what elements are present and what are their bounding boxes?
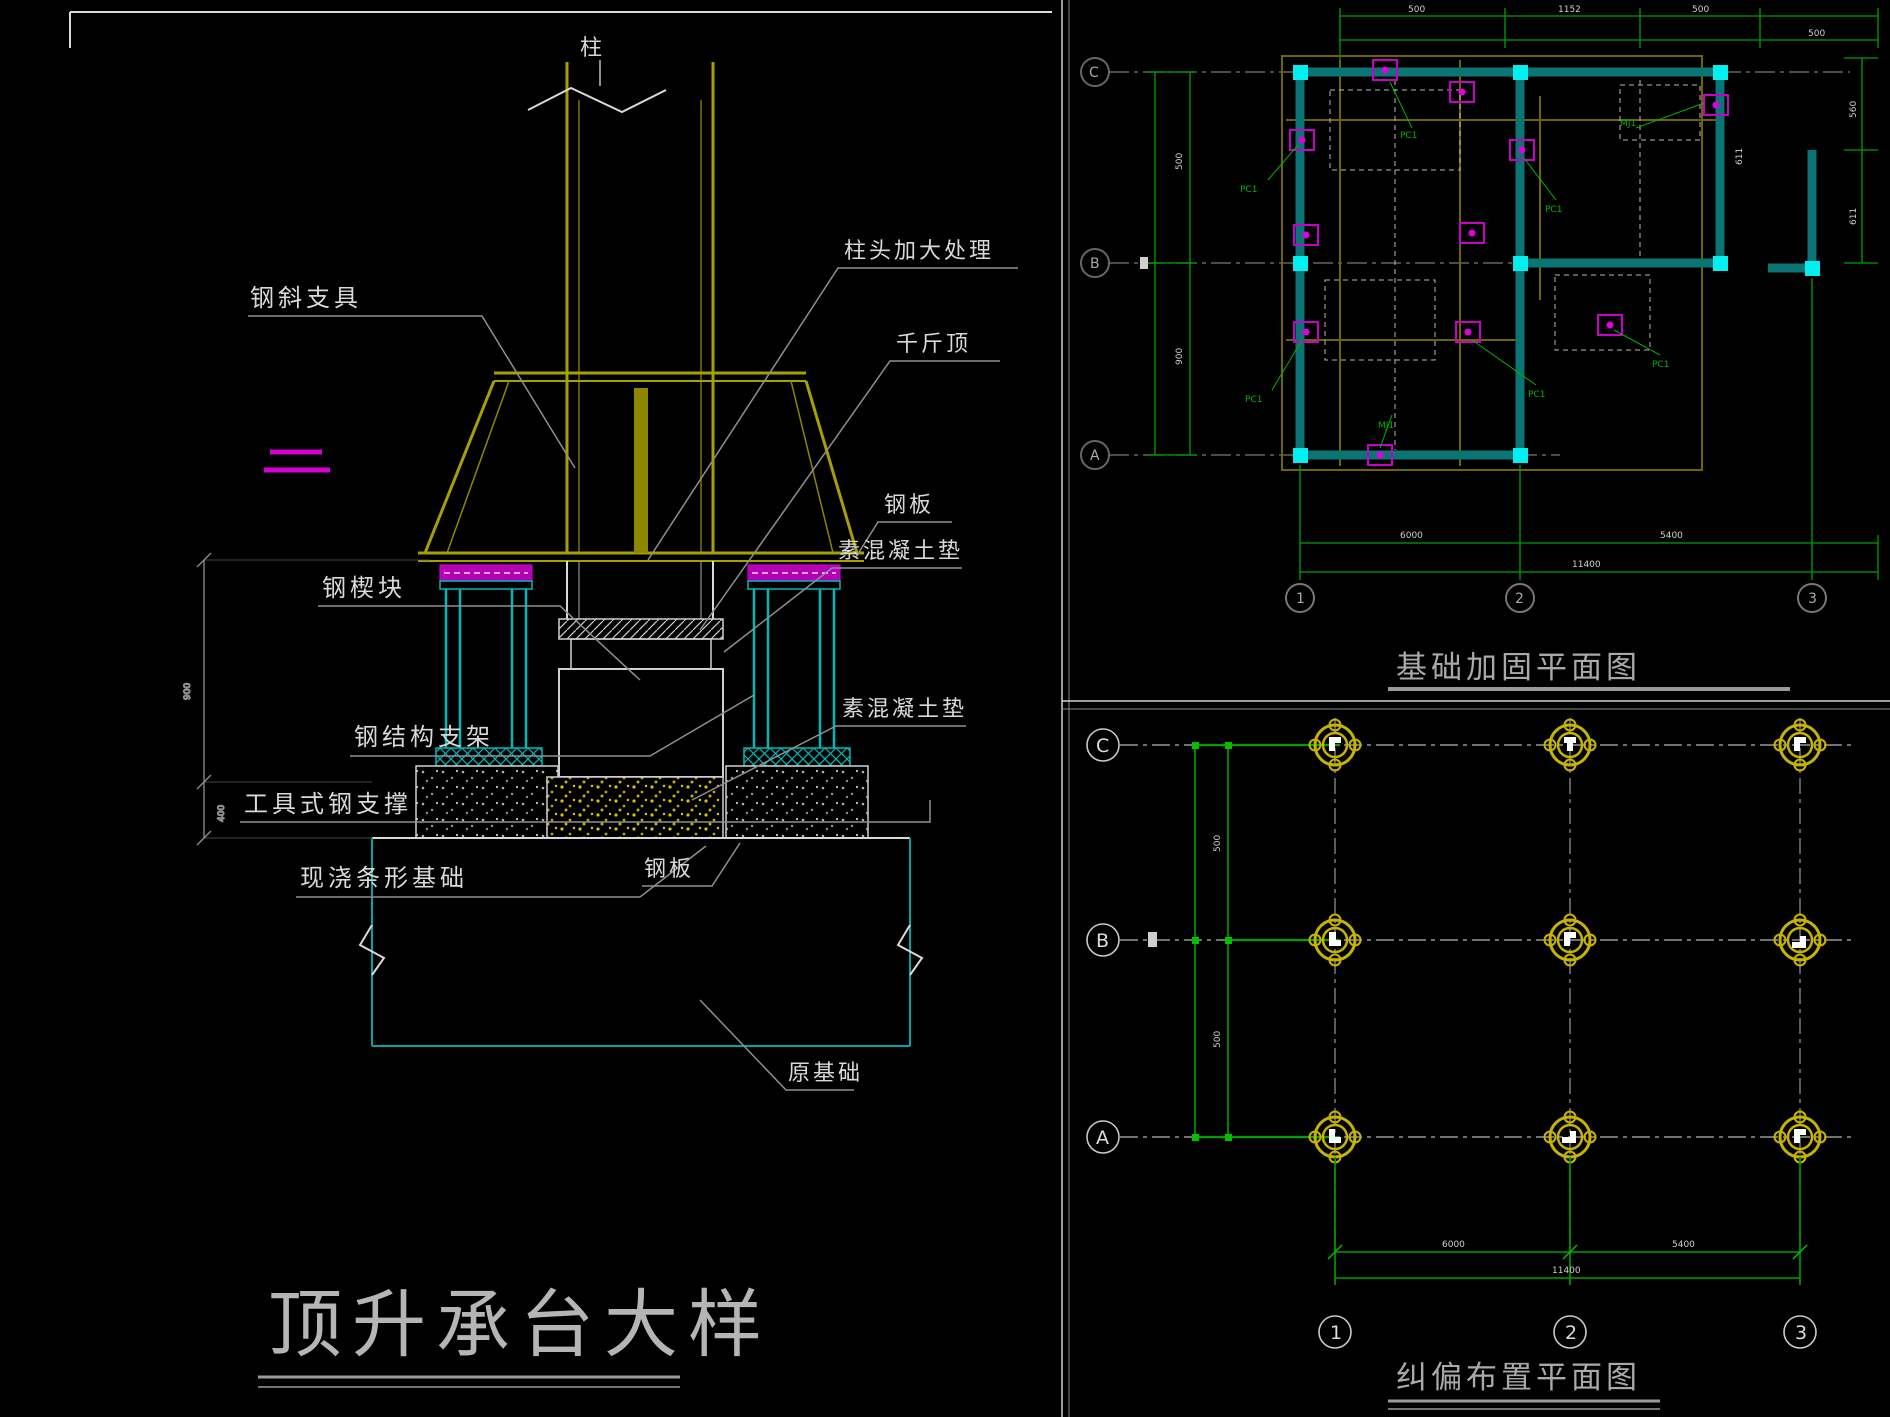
fp-dim-top-2: 1152 [1558, 5, 1581, 15]
jack-ram [634, 388, 648, 553]
fp-walls [1295, 67, 1817, 460]
detail-drawing: 柱 [182, 36, 1018, 1388]
fp-anchor-boxes [1289, 59, 1729, 466]
dim-900: 900 [183, 683, 193, 700]
label-tool-support: 工具式钢支撑 [244, 790, 412, 818]
callouts-left: 钢斜支具 钢楔块 钢结构支架 工具式钢支撑 现浇条形基础 [240, 284, 931, 898]
dim-400: 400 [217, 805, 227, 822]
cp-dim-left-2: 500 [1213, 1031, 1223, 1048]
label-steel-support: 钢斜支具 [250, 284, 362, 312]
fp-left-dims [1148, 71, 1197, 456]
fp-pc1-label: PC1 [1652, 360, 1669, 370]
foundation-plan: 500 1152 500 500 560 611 611 C B A [1080, 5, 1879, 691]
cp-title: 纠偏布置平面图 [1396, 1360, 1641, 1396]
fp-pc1-label: PC1 [1545, 205, 1562, 215]
cp-bubble-C: C [1096, 735, 1109, 757]
cp-dim-bottom-1: 6000 [1442, 1240, 1465, 1250]
label-concrete-pad-upper: 素混凝土垫 [838, 539, 963, 564]
cp-row-grid: C B A [1086, 728, 1855, 1154]
label-steel-plate-upper: 钢板 [884, 493, 934, 518]
detail-title-block: 顶升承台大样 [258, 1282, 772, 1388]
pier-block [558, 668, 724, 778]
fp-bubble-C: C [1089, 65, 1099, 81]
break-symbol-top [527, 86, 667, 114]
precast-pad-right [725, 765, 869, 839]
fp-mj1-label: MJ1 [1378, 421, 1394, 431]
label-concrete-pad-lower: 素混凝土垫 [842, 697, 967, 722]
column: 柱 [527, 36, 715, 553]
cp-left-dims: 500 500 [1192, 742, 1340, 1141]
detail-dimensions: 900 400 [182, 552, 430, 846]
precast-pad-left [415, 765, 559, 839]
fp-dim-misc: 611 [1735, 148, 1745, 165]
column-label: 柱 [580, 36, 605, 61]
foundation-slab [358, 837, 924, 1047]
cp-bubble-3: 3 [1795, 1322, 1807, 1344]
label-column-head: 柱头加大处理 [844, 239, 994, 264]
label-steel-wedge: 钢楔块 [322, 574, 406, 602]
fp-pc1-label: PC1 [1240, 185, 1257, 195]
fp-dim-bottom-2: 5400 [1660, 531, 1683, 541]
label-steel-frame: 钢结构支架 [354, 723, 494, 751]
wedge-plates [439, 564, 841, 590]
fp-dim-top-1: 500 [1408, 5, 1425, 15]
panel-borders [69, 0, 1890, 1417]
label-original-foundation: 原基础 [788, 1061, 863, 1086]
label-jack: 千斤顶 [896, 332, 971, 357]
cp-bottom-dims: 6000 5400 11400 1 2 3 [1318, 1157, 1817, 1349]
fp-bubble-1: 1 [1296, 591, 1305, 607]
fp-pc1-label: PC1 [1400, 131, 1417, 141]
fp-pc1-label: PC1 [1528, 390, 1545, 400]
fp-dim-top-4: 500 [1808, 29, 1825, 39]
cp-bubble-1: 1 [1330, 1322, 1342, 1344]
fp-wall-nodes [1293, 65, 1820, 463]
fp-title-block: 基础加固平面图 [1388, 650, 1790, 691]
centre-stack [546, 561, 724, 839]
fp-anchor-labels: PC1 PC1 PC1 PC1 PC1 PC1 MJ1 MJ1 [1240, 81, 1705, 449]
fp-dim-top-3: 500 [1692, 5, 1709, 15]
steel-plate-strip [558, 618, 724, 640]
cp-bubble-2: 2 [1565, 1322, 1577, 1344]
break-symbol-right [896, 924, 924, 976]
fp-title: 基础加固平面图 [1396, 650, 1641, 686]
cp-col-grid [1334, 718, 1801, 1250]
fp-dim-left-2: 900 [1175, 348, 1185, 365]
fp-bottom-dims: 6000 5400 11400 1 2 3 [1285, 278, 1879, 613]
fp-dim-bottom-1: 6000 [1400, 531, 1423, 541]
fp-dim-right-1: 560 [1849, 101, 1859, 118]
label-steel-plate-bottom: 钢板 [644, 857, 694, 882]
steel-supports [444, 589, 836, 748]
fp-bubble-3: 3 [1808, 591, 1817, 607]
callouts-bottom: 钢板 原基础 [642, 842, 863, 1091]
fp-bubble-A: A [1090, 448, 1100, 464]
cp-dim-left-1: 500 [1213, 835, 1223, 852]
fp-pc1-label: PC1 [1245, 395, 1262, 405]
cp-dim-total: 11400 [1552, 1266, 1581, 1276]
highlight-marks [264, 449, 330, 473]
fp-dim-total: 11400 [1572, 560, 1601, 570]
correction-plan: C B A [1086, 718, 1855, 1410]
fp-bubble-2: 2 [1515, 591, 1524, 607]
fp-mj1-label: MJ1 [1620, 119, 1636, 129]
leg-base-plate-right [743, 747, 851, 767]
label-strip-foundation: 现浇条形基础 [300, 864, 468, 892]
plain-concrete-pad [546, 776, 724, 839]
cp-title-block: 纠偏布置平面图 [1388, 1360, 1660, 1410]
callouts-right: 柱头加大处理 千斤顶 钢板 素混凝土垫 素混凝土垫 [647, 239, 1018, 801]
cp-jacks [1308, 718, 1827, 1164]
fp-dim-left-1: 500 [1175, 153, 1185, 170]
jack-block [570, 638, 712, 670]
jacking-collar [418, 371, 864, 562]
cp-bubble-A: A [1096, 1127, 1109, 1149]
fp-right-dims [1844, 57, 1878, 264]
fp-bubble-B: B [1090, 256, 1100, 272]
fp-top-dims [1339, 8, 1879, 60]
detail-title: 顶升承台大样 [268, 1282, 772, 1368]
fp-dim-right-2: 611 [1849, 208, 1859, 225]
fp-dashed-outlines [1324, 80, 1701, 450]
cp-bubble-B: B [1096, 930, 1109, 952]
break-symbol-left [358, 924, 386, 976]
cp-dim-bottom-2: 5400 [1672, 1240, 1695, 1250]
